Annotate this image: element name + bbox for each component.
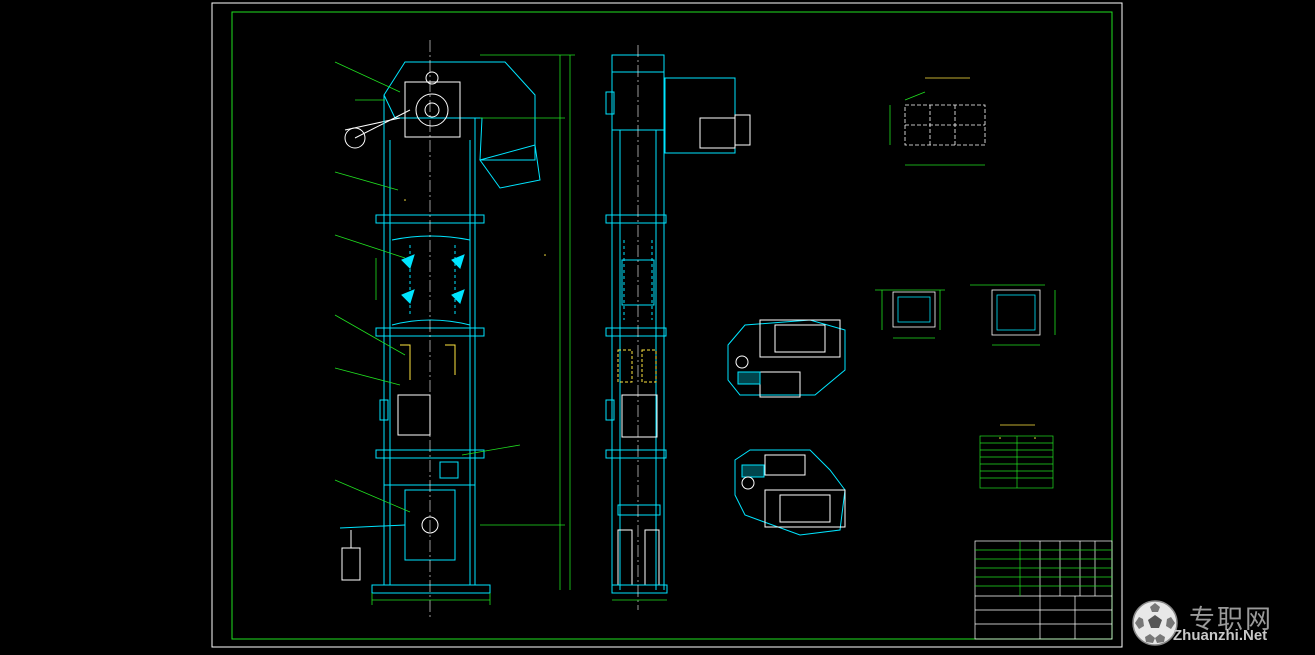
title-block — [974, 540, 1113, 640]
watermark-cn: 专职网 — [1189, 605, 1274, 635]
section-view-a — [875, 289, 945, 339]
side-view — [605, 54, 751, 594]
outer-frame — [211, 2, 1123, 648]
foundation-plan — [889, 77, 986, 166]
drive-unit-top — [727, 319, 846, 398]
dimension-marks — [404, 199, 1036, 439]
front-view — [339, 61, 541, 594]
inner-frame — [231, 11, 1113, 640]
drive-unit-bottom — [734, 449, 846, 536]
spec-table — [979, 424, 1054, 489]
section-view-b — [970, 284, 1056, 346]
front-dimensions — [334, 54, 575, 605]
watermark-en: Zhuanzhi.Net — [1173, 627, 1268, 644]
watermark: 专职网 Zhuanzhi.Net — [1127, 597, 1307, 649]
soccer-ball-icon — [1132, 600, 1178, 646]
